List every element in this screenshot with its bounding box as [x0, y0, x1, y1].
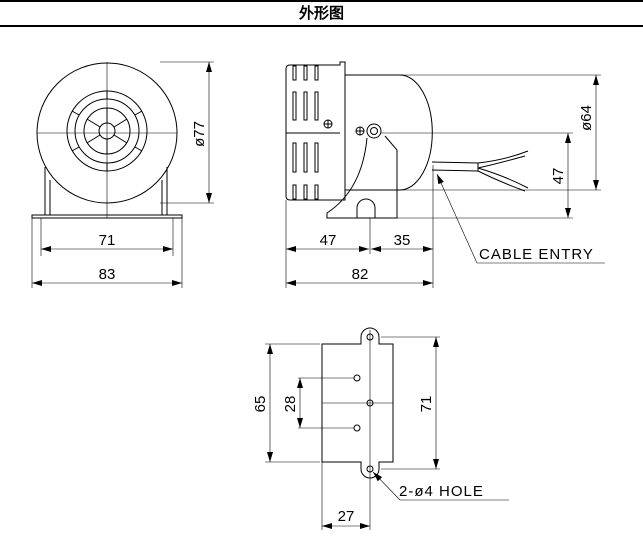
base-view: 65 28 71 27 2-ø4 HOLE: [252, 327, 509, 530]
dim-width-83: 83: [99, 266, 116, 283]
dim-length-47: 47: [320, 232, 337, 249]
dim-length-35: 35: [394, 232, 411, 249]
dim-diameter-77: ø77: [191, 121, 208, 147]
vent-slots: [292, 65, 319, 200]
dim-spacing-71: 71: [418, 396, 435, 413]
dim-width-71: 71: [99, 232, 116, 249]
base-plate: [321, 327, 394, 479]
bracket: [326, 135, 398, 219]
front-view: ø77 71 83: [31, 61, 214, 288]
grille: [66, 90, 148, 172]
cable-entry-label: CABLE ENTRY: [479, 246, 594, 263]
pivot-bolt: [366, 123, 382, 139]
side-view: ø64 47 47 35 82 CABLE ENTRY: [285, 61, 605, 288]
dim-height-65: 65: [252, 396, 269, 413]
dim-diameter-64: ø64: [578, 105, 595, 131]
front-housing: [285, 61, 346, 201]
page-title: 外形图: [0, 0, 643, 27]
rear-housing: [345, 74, 433, 191]
dim-offset-27: 27: [338, 508, 355, 525]
dim-height-47: 47: [550, 168, 567, 185]
dim-spacing-28: 28: [282, 396, 299, 413]
hole-label: 2-ø4 HOLE: [399, 483, 484, 500]
cable: [431, 150, 529, 192]
dim-length-82: 82: [352, 266, 369, 283]
